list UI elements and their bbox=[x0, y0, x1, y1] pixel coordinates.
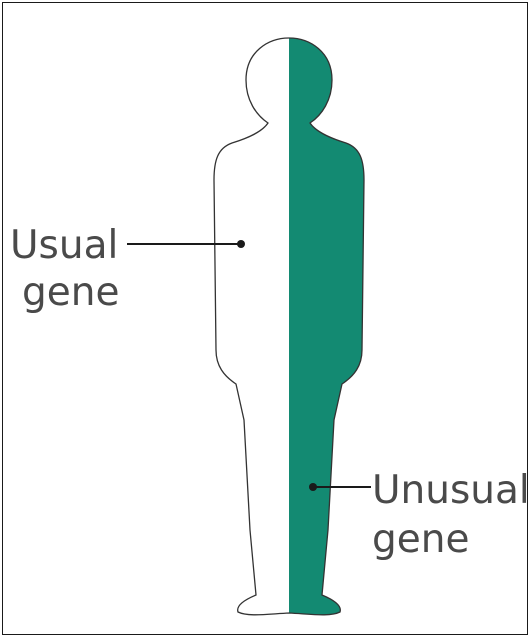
human-figure bbox=[214, 38, 364, 615]
usual-gene-callout: Usual gene bbox=[10, 223, 245, 315]
unusual-label-line2: gene bbox=[372, 517, 469, 562]
unusual-gene-callout: Unusual gene bbox=[309, 468, 530, 562]
usual-label-line1: Usual bbox=[10, 223, 118, 268]
usual-label-line2: gene bbox=[22, 270, 119, 315]
unusual-pointer-dot bbox=[309, 483, 317, 491]
unusual-label-line1: Unusual bbox=[372, 468, 530, 513]
usual-pointer-dot bbox=[237, 240, 245, 248]
